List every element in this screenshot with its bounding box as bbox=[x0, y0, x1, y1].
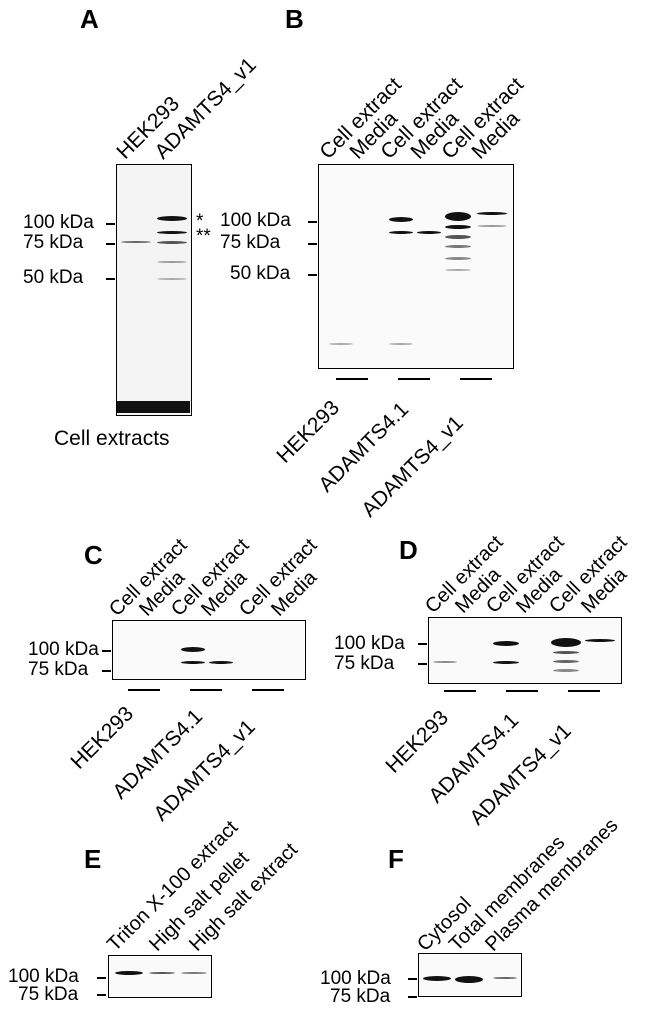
panel-a-blot bbox=[116, 164, 192, 416]
panel-b-group-bracket bbox=[460, 378, 492, 380]
panel-b-blot bbox=[318, 164, 514, 369]
panel-f-letter: F bbox=[388, 844, 404, 874]
panel-c-marker-75: 75 kDa bbox=[28, 659, 89, 680]
panel-e-blot bbox=[108, 955, 212, 998]
panel-a-marker-75: 75 kDa bbox=[23, 232, 84, 253]
panel-c-group-label: HEK293 bbox=[66, 702, 139, 774]
panel-c-group-bracket bbox=[128, 689, 160, 691]
panel-c-marker-100: 100 kDa bbox=[28, 639, 99, 660]
panel-f-blot bbox=[418, 953, 522, 997]
panel-d-group-bracket bbox=[568, 690, 600, 692]
panel-d-marker-100: 100 kDa bbox=[334, 633, 405, 654]
panel-a-mark-double: ** bbox=[196, 226, 211, 247]
panel-e-letter: E bbox=[84, 844, 102, 874]
panel-b-group-bracket bbox=[398, 378, 430, 380]
panel-a-mark-single: * bbox=[196, 211, 204, 232]
panel-e-marker-75: 75 kDa bbox=[18, 984, 79, 1005]
panel-d-group-bracket bbox=[506, 690, 538, 692]
panel-c-letter: C bbox=[84, 540, 103, 570]
panel-d-group-label: HEK293 bbox=[381, 706, 454, 778]
panel-d-group-bracket bbox=[444, 690, 476, 692]
panel-f-marker-100: 100 kDa bbox=[320, 968, 391, 989]
panel-b-marker-50: 50 kDa bbox=[230, 263, 291, 284]
panel-b-marker-100: 100 kDa bbox=[220, 210, 291, 231]
panel-f-marker-75: 75 kDa bbox=[330, 986, 391, 1007]
panel-b-letter: B bbox=[285, 4, 304, 34]
panel-b-group-bracket bbox=[336, 378, 368, 380]
panel-a-marker-100: 100 kDa bbox=[23, 212, 94, 233]
panel-a-marker-50: 50 kDa bbox=[23, 267, 84, 288]
panel-b-group-label: HEK293 bbox=[272, 396, 345, 468]
panel-d-letter: D bbox=[399, 535, 418, 565]
panel-d-marker-75: 75 kDa bbox=[334, 653, 395, 674]
panel-d-blot bbox=[428, 617, 622, 684]
panel-c-blot bbox=[112, 620, 306, 680]
panel-b-marker-75: 75 kDa bbox=[220, 232, 281, 253]
panel-e-marker-100: 100 kDa bbox=[8, 966, 79, 987]
panel-c-group-bracket bbox=[252, 689, 284, 691]
panel-c-group-bracket bbox=[190, 689, 222, 691]
panel-a-caption: Cell extracts bbox=[54, 427, 170, 450]
panel-a-letter: A bbox=[80, 4, 99, 34]
